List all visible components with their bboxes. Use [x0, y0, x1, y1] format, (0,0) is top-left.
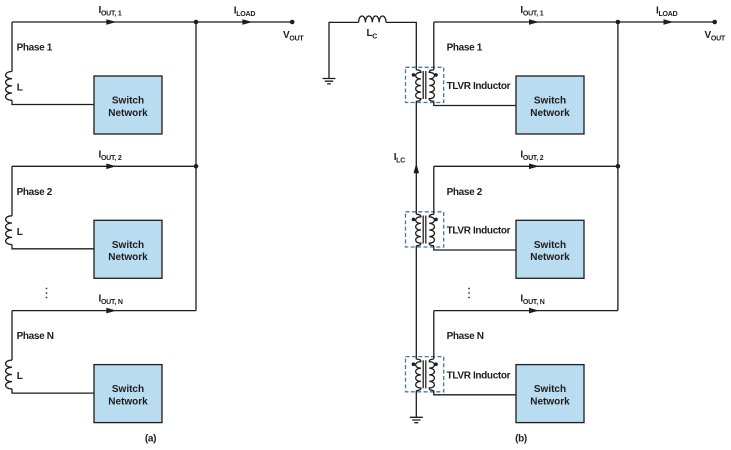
svg-text:Phase 2: Phase 2 [447, 187, 483, 198]
svg-text:L: L [17, 227, 23, 238]
svg-text:ILOAD: ILOAD [234, 5, 256, 17]
svg-text:Phase N: Phase N [17, 331, 54, 342]
svg-text:TLVR Inductor: TLVR Inductor [447, 371, 511, 382]
svg-text:IOUT, 2: IOUT, 2 [520, 149, 543, 162]
svg-text:L: L [17, 83, 23, 94]
svg-text:TLVR Inductor: TLVR Inductor [447, 226, 511, 237]
svg-text:IOUT, 1: IOUT, 1 [99, 5, 122, 18]
svg-text:Phase 1: Phase 1 [447, 43, 483, 54]
svg-text:TLVR Inductor: TLVR Inductor [447, 81, 511, 92]
svg-text:IOUT, 1: IOUT, 1 [520, 5, 543, 18]
svg-text:VOUT: VOUT [705, 30, 726, 43]
svg-text:L: L [17, 371, 23, 382]
svg-text:VOUT: VOUT [283, 30, 304, 43]
svg-text:ILOAD: ILOAD [656, 5, 678, 17]
svg-text:LC: LC [367, 28, 378, 41]
svg-text:IOUT, N: IOUT, N [520, 294, 544, 307]
svg-text:Phase N: Phase N [447, 331, 484, 342]
svg-text:Phase 2: Phase 2 [17, 187, 53, 198]
svg-text:IOUT, N: IOUT, N [99, 294, 123, 307]
svg-text:ILC: ILC [394, 152, 406, 165]
svg-text:IOUT, 2: IOUT, 2 [99, 149, 122, 162]
svg-text:(b): (b) [515, 434, 527, 445]
svg-text:(a): (a) [145, 434, 156, 445]
svg-text:Phase 1: Phase 1 [17, 43, 53, 54]
